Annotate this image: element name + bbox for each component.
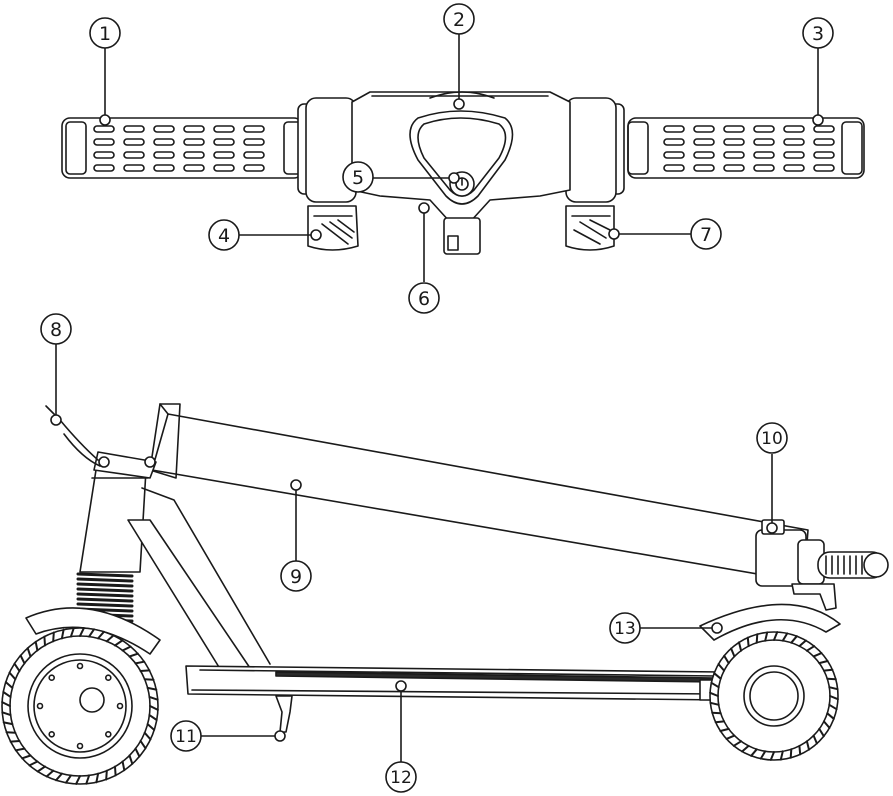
callout-1-label: 1 [99, 23, 111, 45]
callout-9-label: 9 [290, 566, 302, 588]
left-grip [62, 118, 304, 178]
callout-13-label: 13 [614, 619, 636, 639]
rear-wheel [710, 632, 838, 760]
callout-8-label: 8 [50, 319, 62, 341]
front-wheel [2, 628, 158, 784]
callout-7-label: 7 [700, 224, 712, 246]
right-housing [566, 98, 616, 202]
handlebar-assembly [62, 92, 864, 254]
left-brake-lever [308, 206, 358, 250]
display-housing [352, 92, 570, 254]
callout-12-label: 12 [390, 768, 412, 788]
callout-5-label: 5 [352, 167, 364, 189]
callout-3-label: 3 [812, 23, 824, 45]
callout-2-label: 2 [453, 9, 465, 31]
callout-6-label: 6 [418, 288, 430, 310]
right-grip [628, 118, 864, 178]
callout-11-label: 11 [175, 727, 197, 747]
callout-10-label: 10 [761, 429, 783, 449]
callout-4-label: 4 [218, 225, 230, 247]
right-throttle [566, 206, 614, 250]
kickstand [276, 696, 292, 732]
scooter-side-view [2, 404, 888, 784]
